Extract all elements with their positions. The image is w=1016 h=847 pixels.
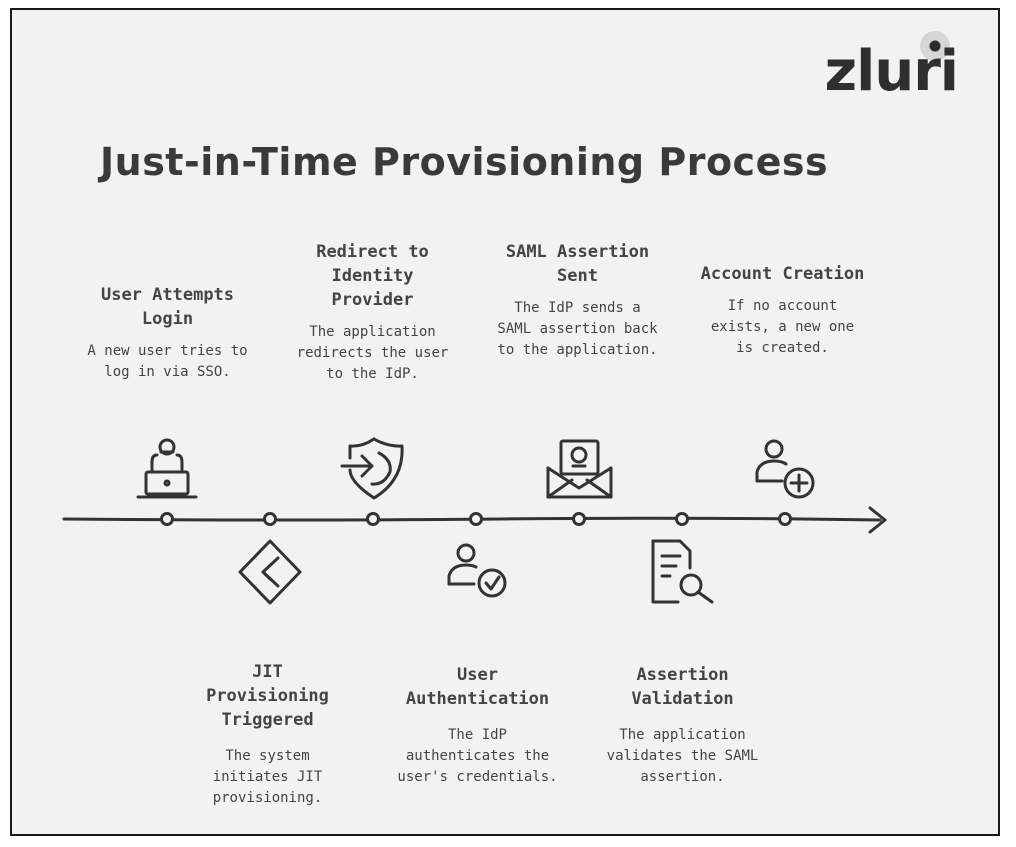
step-description: The system initiates JIT provisioning. xyxy=(212,748,323,806)
step-label: User Authentication xyxy=(405,665,550,709)
document-search-icon xyxy=(651,539,714,604)
user-check-icon xyxy=(447,543,507,598)
brand-logo: zluri xyxy=(824,39,959,104)
step-label: Redirect to Identity Provider xyxy=(316,242,429,310)
timeline-nodes xyxy=(160,512,792,526)
timeline-node xyxy=(469,512,483,526)
step-saml-assertion-sent: SAML Assertion Sent The IdP sends a SAML… xyxy=(495,240,660,361)
step-label: User Attempts Login xyxy=(100,285,235,329)
step-label: JIT Provisioning Triggered xyxy=(206,662,329,730)
timeline-node xyxy=(160,512,174,526)
step-description: The application redirects the user to th… xyxy=(296,324,449,382)
step-label: SAML Assertion Sent xyxy=(505,242,650,286)
step-description: The IdP authenticates the user's credent… xyxy=(397,727,558,785)
step-label: Assertion Validation xyxy=(631,665,734,709)
step-label: Account Creation xyxy=(700,264,865,284)
logo-dot-icon xyxy=(920,31,950,61)
user-add-icon xyxy=(755,439,815,499)
timeline-node xyxy=(778,512,792,526)
page-title: Just-in-Time Provisioning Process xyxy=(100,140,829,184)
step-jit-provisioning-triggered: JIT Provisioning Triggered The system in… xyxy=(190,660,345,809)
diagram-frame xyxy=(10,8,1000,836)
timeline-arrowhead xyxy=(868,506,887,534)
step-description: The IdP sends a SAML assertion back to t… xyxy=(497,300,658,358)
jit-diamond-icon xyxy=(238,539,302,605)
step-user-attempts-login: User Attempts Login A new user tries to … xyxy=(85,283,250,383)
timeline-node xyxy=(263,512,277,526)
step-description: If no account exists, a new one is creat… xyxy=(710,298,855,356)
step-description: The application validates the SAML asser… xyxy=(606,727,759,785)
shield-redirect-icon xyxy=(340,437,404,500)
user-laptop-icon xyxy=(136,438,198,499)
step-description: A new user tries to log in via SSO. xyxy=(87,343,248,380)
step-account-creation: Account Creation If no account exists, a… xyxy=(700,262,865,359)
timeline-node xyxy=(572,512,586,526)
timeline-line xyxy=(62,516,882,522)
timeline-node xyxy=(366,512,380,526)
step-assertion-validation: Assertion Validation The application val… xyxy=(600,663,765,788)
step-redirect-to-idp: Redirect to Identity Provider The applic… xyxy=(290,240,455,385)
envelope-icon xyxy=(546,439,613,499)
step-user-authentication: User Authentication The IdP authenticate… xyxy=(390,663,565,788)
timeline-node xyxy=(675,512,689,526)
